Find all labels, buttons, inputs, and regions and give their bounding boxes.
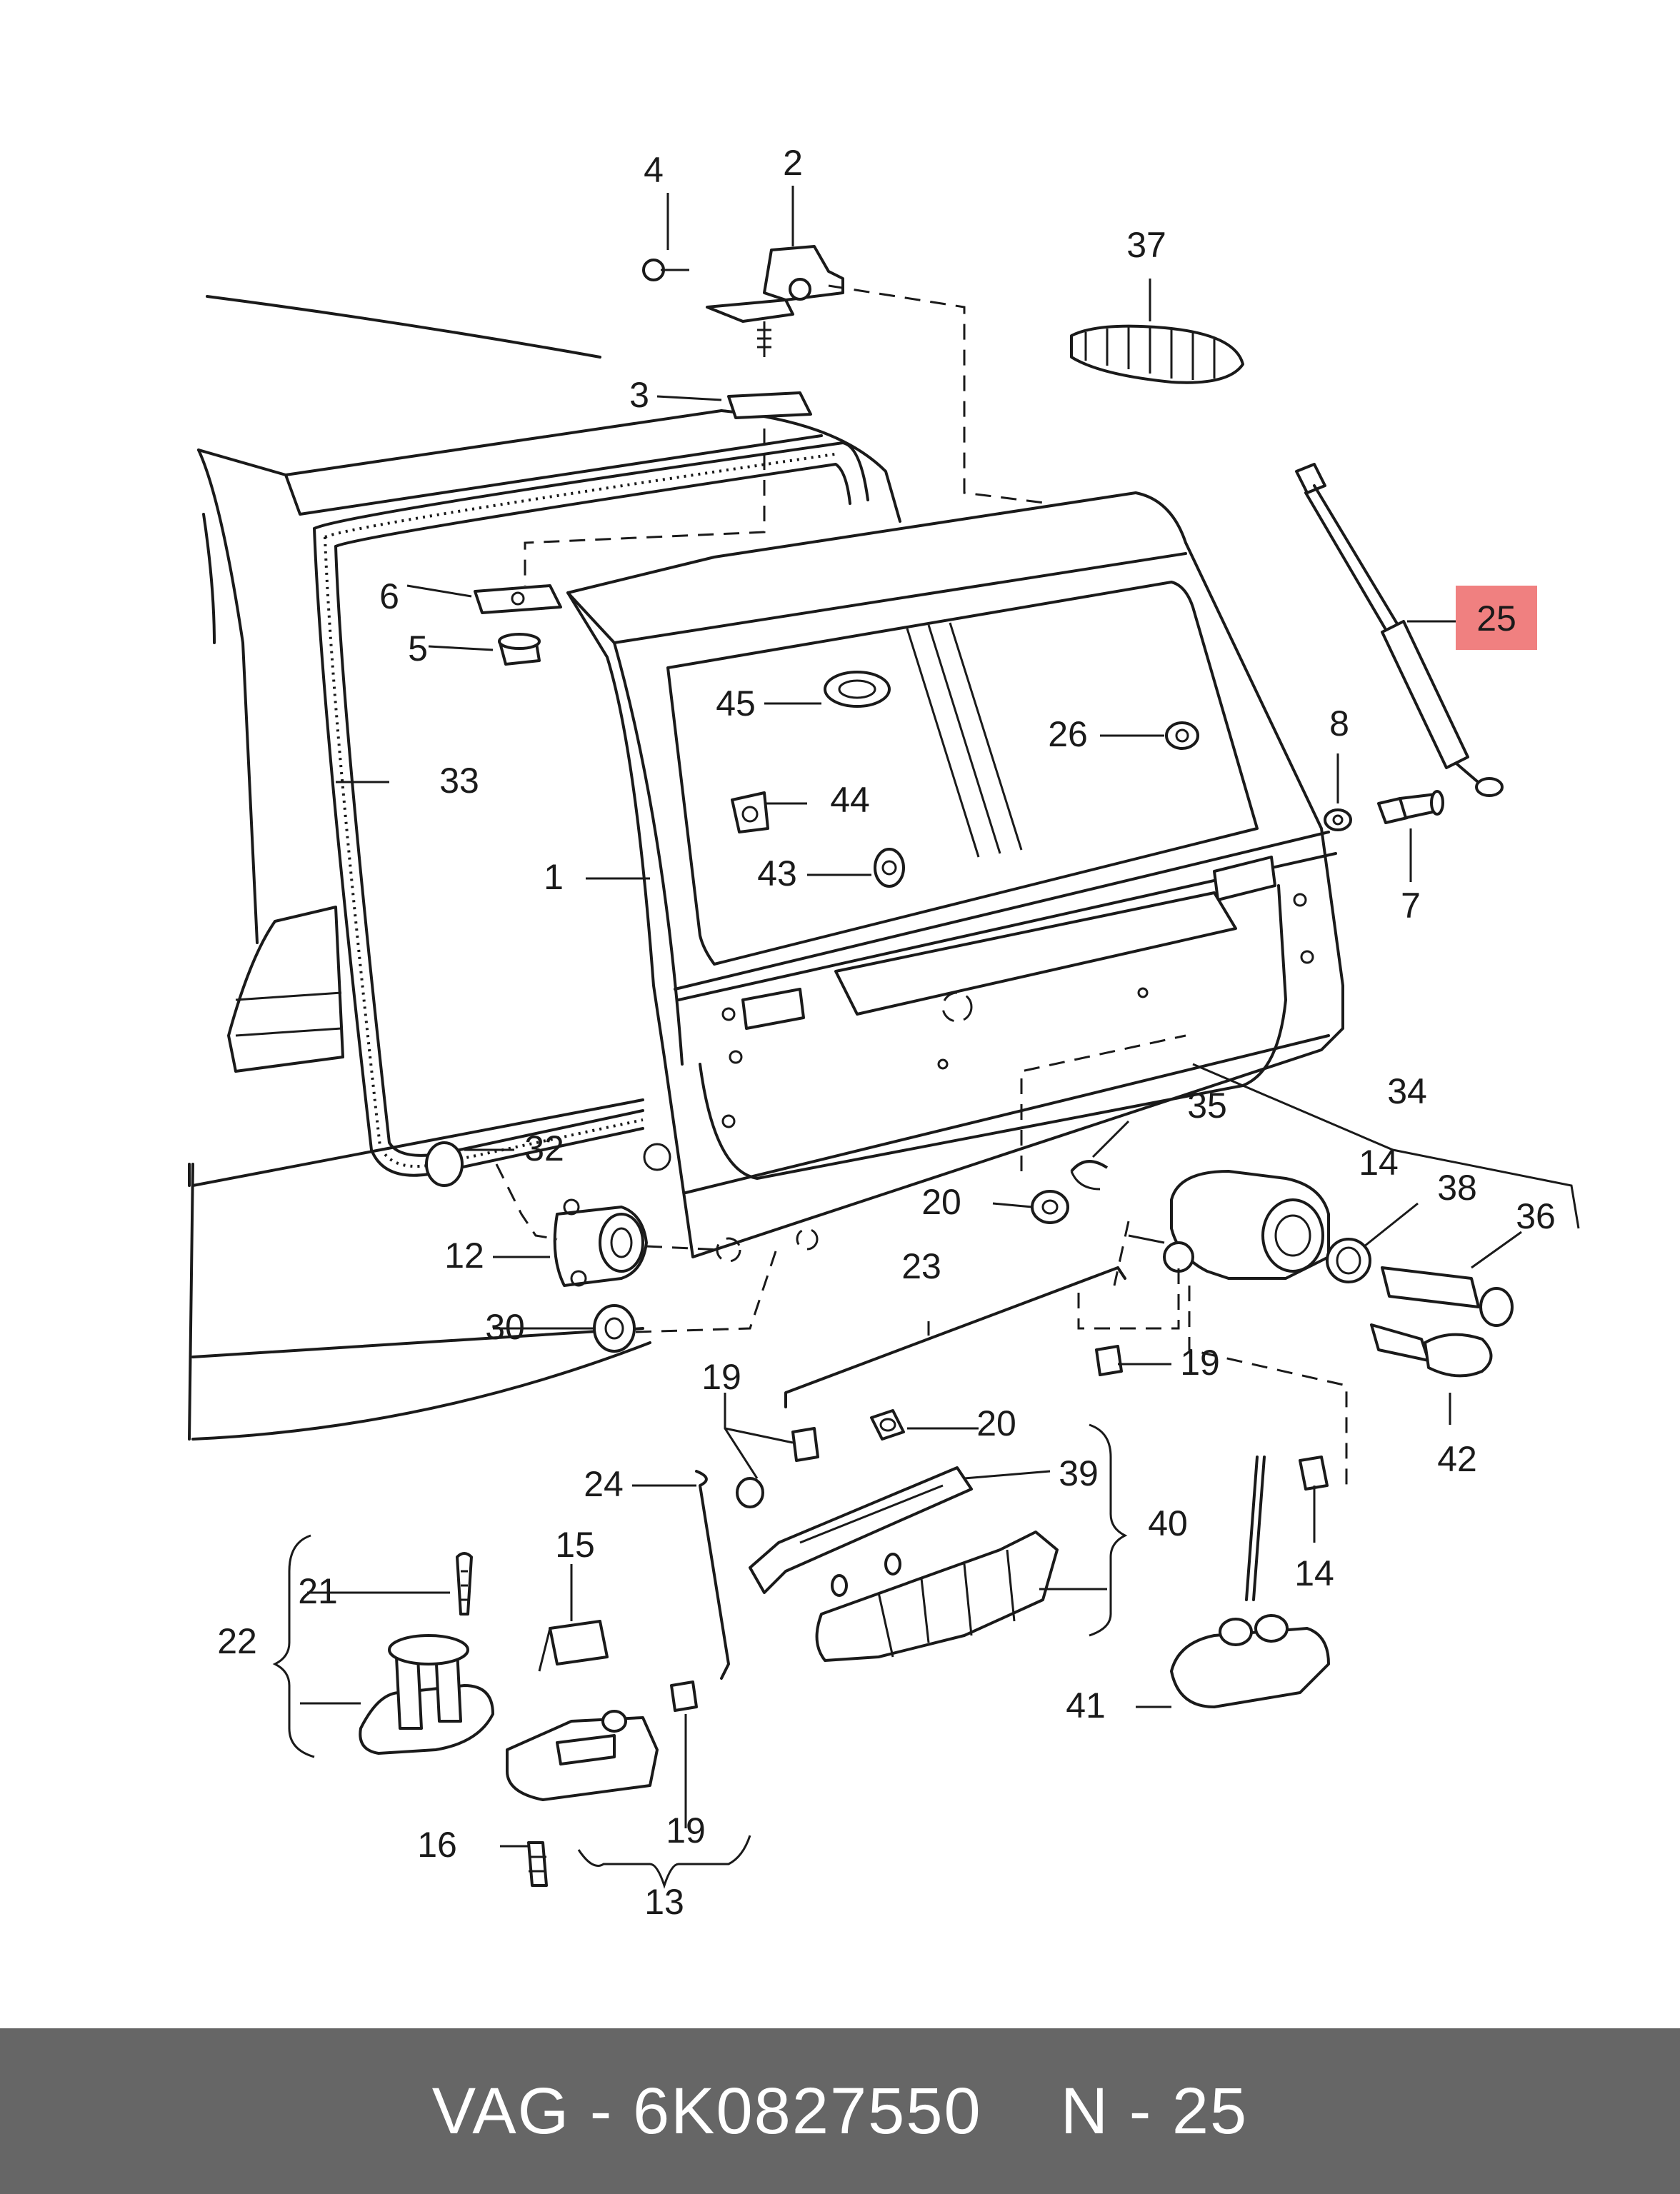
left-components [425, 1141, 780, 1353]
callout-39: 39 [1059, 1453, 1099, 1493]
callout-38: 38 [1437, 1168, 1477, 1208]
callout-7: 7 [1401, 886, 1421, 926]
callout-37: 37 [1126, 225, 1166, 265]
callout-14b: 14 [1294, 1553, 1334, 1593]
callout-19c: 19 [666, 1810, 706, 1850]
callout-34: 34 [1387, 1071, 1427, 1111]
callout-32: 32 [524, 1128, 564, 1168]
callout-labels: 1 2 3 4 5 6 7 8 12 13 14 14 15 16 19 19 … [217, 143, 1556, 1922]
footer-position: N - 25 [1060, 2074, 1249, 2148]
callout-40: 40 [1148, 1503, 1188, 1543]
lock-housing [506, 1710, 659, 1887]
car-body-outline [188, 295, 901, 1441]
callout-42: 42 [1437, 1439, 1477, 1479]
callout-3: 3 [629, 375, 649, 415]
callout-43: 43 [757, 853, 797, 893]
callout-16: 16 [417, 1825, 457, 1865]
callout-14a: 14 [1359, 1143, 1399, 1183]
callout-6: 6 [379, 576, 399, 616]
parts-diagram: 1 2 3 4 5 6 7 8 12 13 14 14 15 16 19 19 … [188, 143, 1580, 1922]
bracket [538, 1620, 609, 1672]
clips [670, 1345, 1329, 1712]
callout-4: 4 [644, 150, 664, 190]
callout-8: 8 [1329, 703, 1349, 743]
callout-26: 26 [1048, 714, 1088, 754]
wiring-grommet [1070, 324, 1244, 384]
group-brackets [272, 1063, 1580, 1889]
footer-part-number: VAG - 6K0827550 [431, 2074, 982, 2148]
gas-strut [1295, 463, 1504, 797]
leader-lines [300, 186, 1522, 1848]
footer-bar: VAG - 6K0827550 N - 25 [0, 2028, 1680, 2194]
callout-20a: 20 [921, 1182, 961, 1222]
hinge-assembly [642, 245, 844, 419]
callout-25: 25 [1476, 598, 1516, 638]
tailgate [566, 491, 1344, 1263]
plate-and-nut [474, 584, 562, 666]
glass-clips [731, 671, 1199, 888]
callout-35: 35 [1187, 1086, 1227, 1126]
callout-20b: 20 [976, 1403, 1016, 1443]
callout-45: 45 [716, 683, 756, 723]
highlight-box [1456, 586, 1537, 650]
callout-33: 33 [439, 761, 479, 801]
callout-36: 36 [1516, 1196, 1556, 1236]
bushing-upper [1031, 1190, 1069, 1224]
callout-41: 41 [1066, 1685, 1106, 1725]
callout-30: 30 [485, 1307, 525, 1347]
release-rod [695, 1470, 730, 1680]
callout-13: 13 [644, 1882, 684, 1922]
callout-1: 1 [544, 857, 564, 897]
striker-assembly [359, 1552, 494, 1755]
callout-2: 2 [783, 143, 803, 183]
callout-15: 15 [555, 1525, 595, 1565]
pin-and-washer [1324, 790, 1444, 831]
callout-5: 5 [408, 628, 428, 668]
handle-assembly [749, 1409, 1059, 1662]
callout-12: 12 [444, 1236, 484, 1276]
switch [1170, 1456, 1330, 1708]
callout-22: 22 [217, 1621, 257, 1661]
door-seal [313, 441, 869, 1177]
callout-19a: 19 [701, 1357, 741, 1397]
callout-23: 23 [901, 1246, 941, 1286]
callout-21: 21 [298, 1571, 338, 1611]
callout-44: 44 [830, 780, 870, 820]
callout-19b: 19 [1180, 1343, 1220, 1383]
lock-cylinder-assembly [1020, 1034, 1514, 1378]
operating-rod [784, 1264, 1180, 1408]
callout-24: 24 [584, 1464, 624, 1504]
